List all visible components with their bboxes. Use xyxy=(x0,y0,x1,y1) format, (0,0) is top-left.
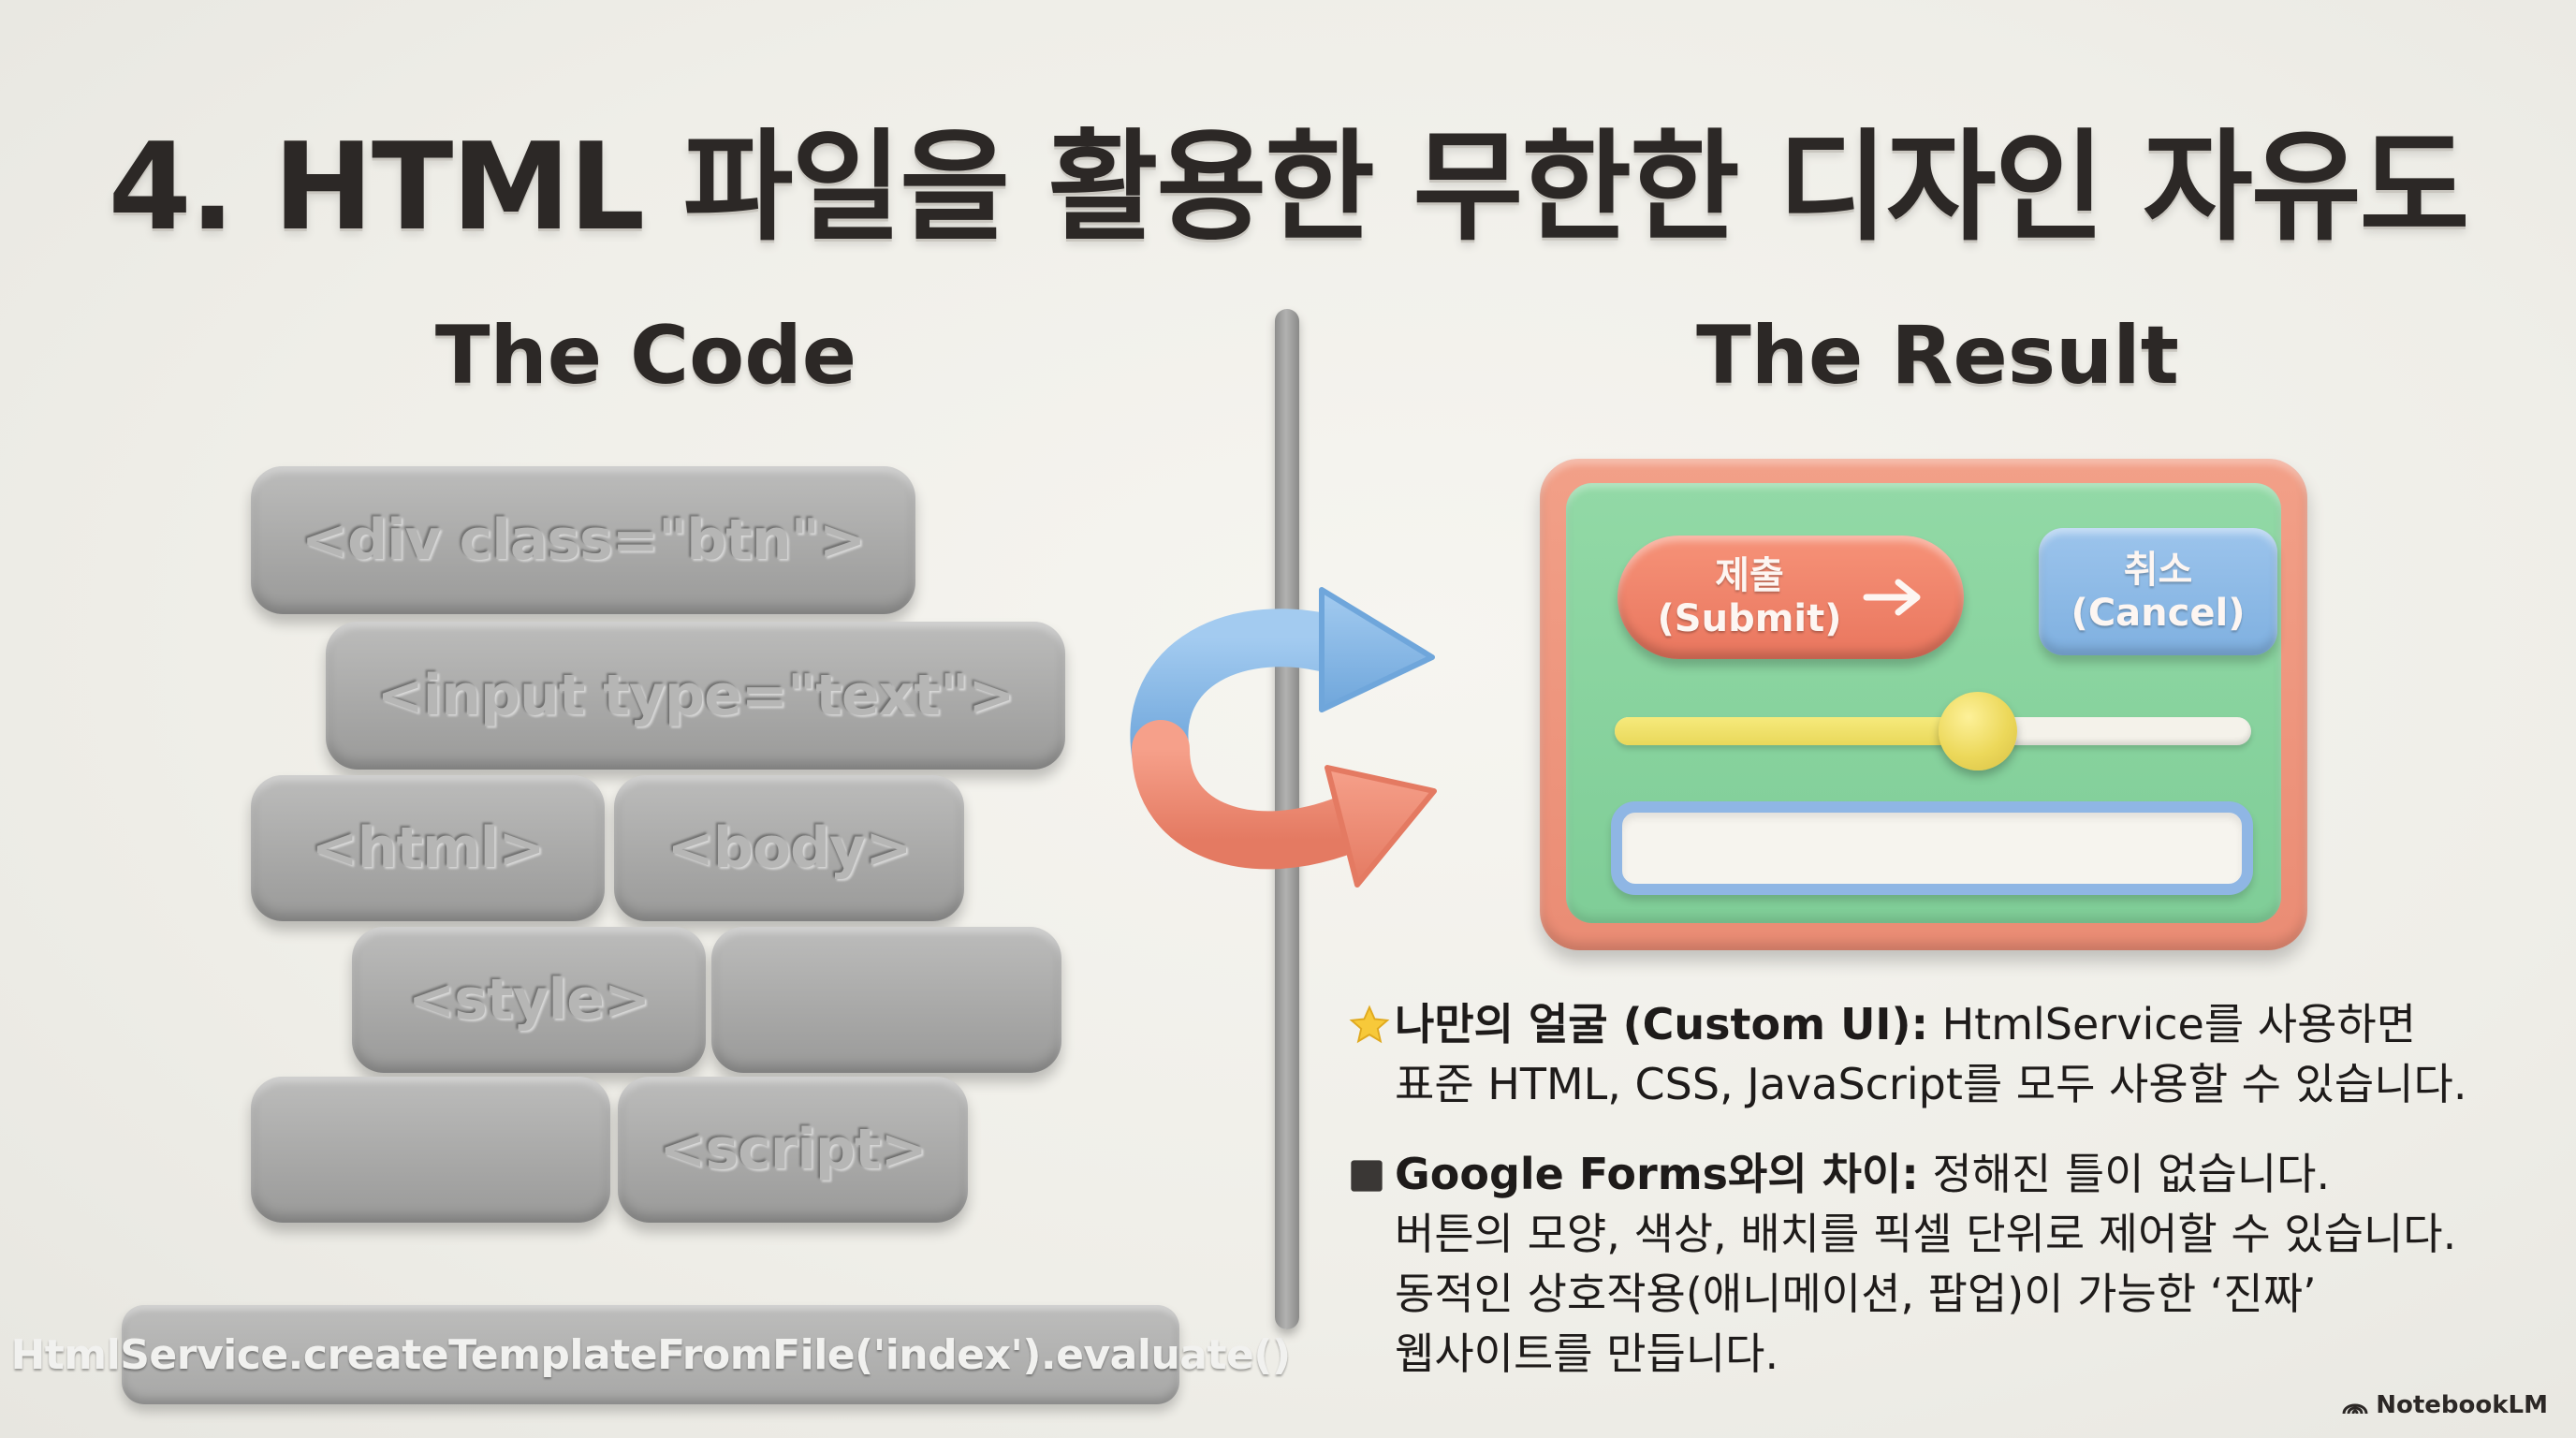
bullet-forms-diff: Google Forms와의 차이: 정해진 틀이 없습니다. 버튼의 모양, … xyxy=(1351,1144,2457,1384)
brick-input: <input type="text"> xyxy=(326,622,1065,770)
submit-button[interactable]: 제출 (Submit) xyxy=(1617,536,1964,659)
brick-blank-1 xyxy=(711,927,1061,1073)
slider-track[interactable] xyxy=(1615,692,2251,770)
ui-mockup-panel: 제출 (Submit) 취소 (Cancel) xyxy=(1566,483,2281,923)
cancel-label-ko: 취소 xyxy=(2123,549,2193,592)
brick-script: <script> xyxy=(618,1077,968,1223)
brand-logo: NotebookLM xyxy=(2342,1391,2548,1419)
code-heading: The Code xyxy=(434,309,857,403)
bullet-1-text: HtmlService를 사용하면 xyxy=(1927,999,2417,1049)
brick-body: <body> xyxy=(614,775,964,921)
square-icon xyxy=(1351,1160,1383,1192)
slider-fill xyxy=(1615,717,1978,745)
text-input-field[interactable] xyxy=(1611,801,2253,895)
arrow-right-icon xyxy=(1863,579,1920,616)
bullet-1-lead: 나만의 얼굴 (Custom UI): xyxy=(1395,999,1928,1049)
brand-name: NotebookLM xyxy=(2376,1391,2548,1419)
bullet-1-line: 표준 HTML, CSS, JavaScript를 모두 사용할 수 있습니다. xyxy=(1395,1059,2467,1109)
code-snippet: HtmlService.createTemplateFromFile('inde… xyxy=(10,1305,1291,1404)
brick-blank-2 xyxy=(251,1077,610,1223)
submit-label-ko: 제출 xyxy=(1715,554,1784,597)
bullet-2-line-1: 버튼의 모양, 색상, 배치를 픽셀 단위로 제어할 수 있습니다. xyxy=(1395,1209,2457,1259)
bullet-custom-ui: 나만의 얼굴 (Custom UI): HtmlService를 사용하면 표준… xyxy=(1349,994,2467,1114)
star-icon xyxy=(1349,1005,1390,1044)
page-title: 4. HTML 파일을 활용한 무한한 디자인 자유도 xyxy=(108,118,2470,257)
bullet-2-text: 정해진 틀이 없습니다. xyxy=(1918,1149,2331,1199)
submit-label-en: (Submit) xyxy=(1657,597,1842,640)
notebooklm-icon xyxy=(2342,1403,2368,1415)
ui-mockup-frame: 제출 (Submit) 취소 (Cancel) xyxy=(1540,459,2307,950)
brick-html: <html> xyxy=(251,775,605,921)
bullet-2-line-2: 동적인 상호작용(애니메이션, 팝업)이 가능한 ‘진짜’ xyxy=(1395,1269,2317,1319)
result-heading: The Result xyxy=(1696,309,2179,403)
bullet-2-line-3: 웹사이트를 만듭니다. xyxy=(1395,1328,1779,1379)
cycle-arrows-icon xyxy=(1130,587,1437,888)
bullet-2-lead: Google Forms와의 차이: xyxy=(1395,1149,1919,1199)
cancel-button[interactable]: 취소 (Cancel) xyxy=(2039,528,2277,655)
brick-div: <div class="btn"> xyxy=(251,466,915,614)
slider-thumb[interactable] xyxy=(1938,692,2017,770)
brick-style: <style> xyxy=(352,927,706,1073)
cancel-label-en: (Cancel) xyxy=(2071,592,2246,635)
